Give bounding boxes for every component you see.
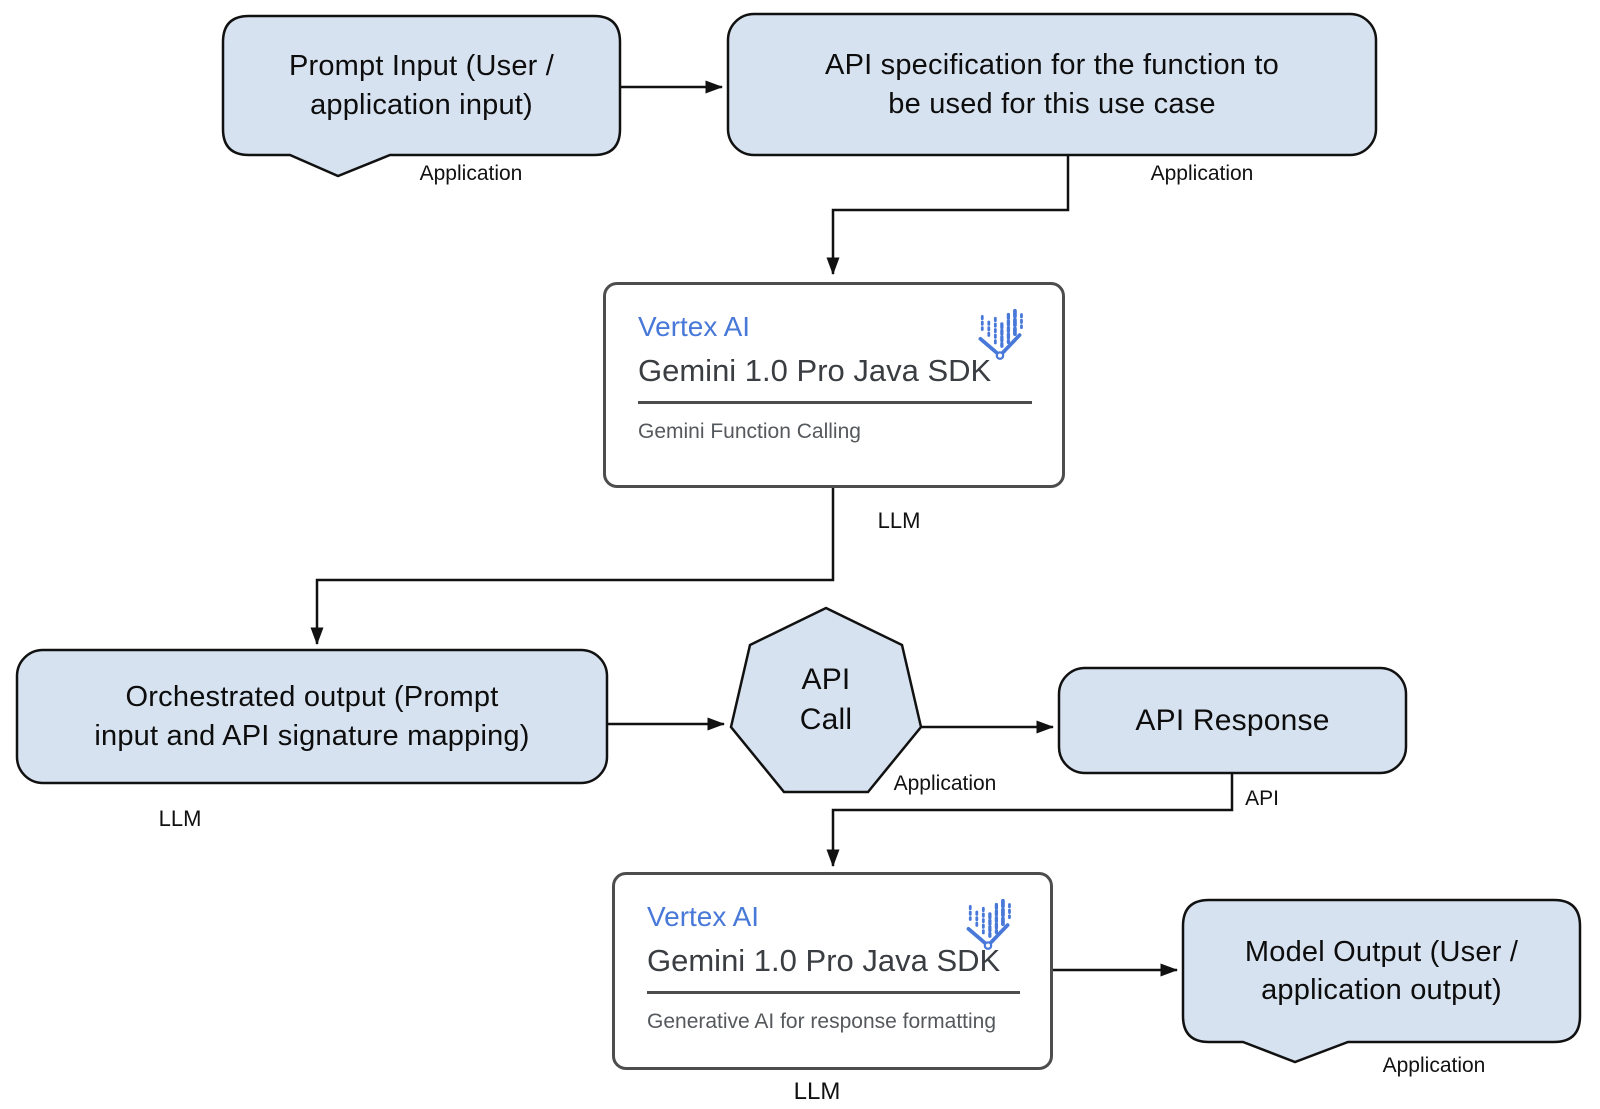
prompt-input-label: Prompt Input (User / application input) (288, 50, 555, 121)
vertex-ai-brand: Vertex AI (647, 901, 760, 932)
vertex-ai-brand: Vertex AI (638, 311, 751, 342)
vertex-ai-icon (978, 308, 1023, 360)
api-response-role-badge: API (1245, 787, 1279, 810)
api-call-role-badge: Application (893, 772, 997, 795)
api-response-label: API Response (1135, 703, 1330, 737)
gemini-sdk-card-1: Vertex AI Gemini 1.0 Pro Java SDK Gemini… (603, 282, 1065, 488)
api-spec-box (726, 12, 1378, 157)
connector-gemini1-to-orchestrated (310, 488, 835, 646)
prompt-input-role-badge: Application (419, 162, 523, 185)
orchestrated-output-box (15, 648, 609, 785)
model-output-label: Model Output (User / application output) (1244, 935, 1519, 1006)
vertex-ai-icon (966, 898, 1011, 950)
api-call-heptagon (729, 606, 923, 794)
connector-apiresponse-to-gemini2 (826, 773, 1234, 868)
card-divider (638, 401, 1032, 404)
api-spec-label: API specification for the function to be… (825, 49, 1279, 120)
gemini-sdk-title: Gemini 1.0 Pro Java SDK (638, 353, 992, 388)
api-call-label: API Call (799, 663, 853, 736)
orchestrated-output-role-badge: LLM (158, 806, 202, 831)
gemini-function-calling-caption: Gemini Function Calling (638, 420, 861, 443)
connector-apispec-to-gemini1 (826, 155, 1070, 276)
model-output-bubble (1181, 898, 1582, 1064)
gemini-sdk-title: Gemini 1.0 Pro Java SDK (647, 943, 1001, 978)
prompt-input-bubble (221, 14, 622, 178)
gemini-card-2-role-badge: LLM (793, 1078, 841, 1105)
gemini-sdk-card-2: Vertex AI Gemini 1.0 Pro Java SDK Genera… (612, 872, 1053, 1070)
card-divider (647, 991, 1020, 994)
gemini-card-1-role-badge: LLM (877, 508, 921, 533)
orchestrated-output-label: Orchestrated output (Prompt input and AP… (94, 681, 530, 752)
api-spec-role-badge: Application (1150, 162, 1254, 185)
generative-ai-caption: Generative AI for response formatting (647, 1010, 997, 1033)
model-output-role-badge: Application (1382, 1054, 1486, 1077)
